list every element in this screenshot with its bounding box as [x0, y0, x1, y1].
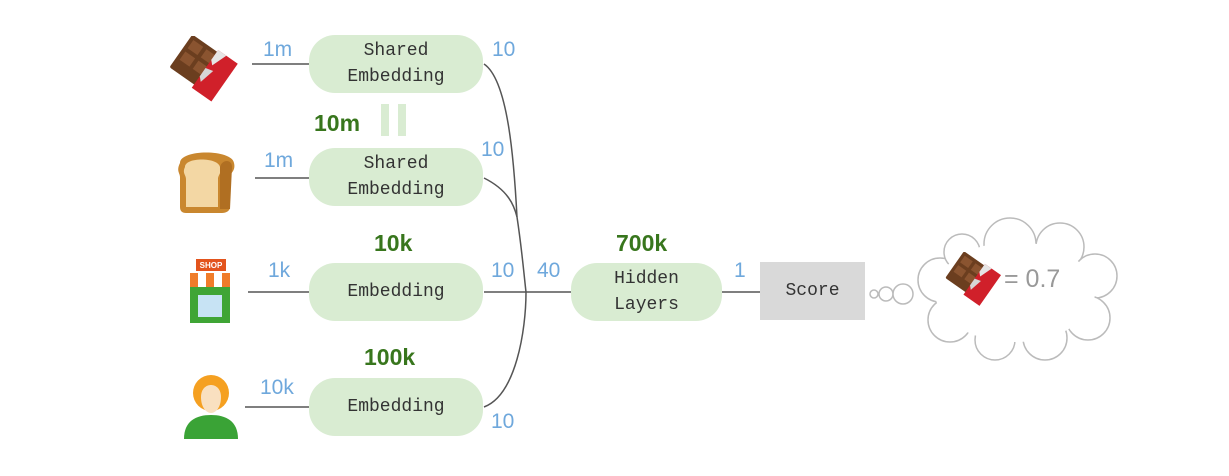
merge-curve [483, 177, 518, 218]
input-dim-chocolate: 1m [263, 38, 293, 61]
shop-embedding-params: 10k [374, 230, 413, 256]
box-label: Shared Embedding [347, 41, 445, 87]
shared-embedding-box-2: Shared Embedding [309, 148, 483, 206]
output-dim-chocolate: 10 [492, 38, 516, 61]
hidden-input-dim: 40 [537, 259, 561, 282]
shop-embedding-box: Embedding [309, 263, 483, 321]
chocolate-bar-icon [170, 36, 238, 102]
box-label: Embedding [347, 282, 445, 302]
box-label: Hidden Layers [614, 269, 679, 315]
user-embedding-params: 100k [364, 344, 416, 370]
bread-icon [178, 152, 235, 213]
box-label: Embedding [347, 397, 445, 417]
hidden-output-dim: 1 [734, 259, 746, 282]
shop-icon: SHOP [190, 259, 230, 323]
thought-bubble-large [892, 283, 914, 305]
merge-curve [483, 63, 518, 218]
shared-embedding-params: 10m [314, 110, 361, 136]
input-dim-user: 10k [260, 376, 294, 399]
output-dim-shop: 10 [491, 259, 515, 282]
shared-equals-marker [398, 104, 406, 136]
score-label: Score [785, 281, 840, 301]
score-box: Score [760, 262, 865, 320]
user-embedding-box: Embedding [309, 378, 483, 436]
score-value: = 0.7 [1004, 265, 1061, 293]
chocolate-bar-icon [945, 252, 1002, 306]
shared-embedding-box-1: Shared Embedding [309, 35, 483, 93]
input-dim-bread: 1m [264, 149, 294, 172]
thought-bubble-medium [878, 286, 894, 302]
hidden-layers-box: Hidden Layers [571, 263, 722, 321]
user-icon [184, 375, 238, 439]
output-dim-bread: 10 [481, 138, 505, 161]
box-label: Shared Embedding [347, 154, 445, 200]
merge-curve [516, 216, 527, 293]
merge-curve [483, 291, 527, 408]
thought-bubble-small [869, 289, 879, 299]
input-dim-shop: 1k [268, 259, 291, 282]
shared-equals-marker [381, 104, 389, 136]
output-dim-user: 10 [491, 410, 515, 433]
hidden-layers-params: 700k [616, 230, 668, 256]
svg-text:SHOP: SHOP [200, 261, 223, 270]
